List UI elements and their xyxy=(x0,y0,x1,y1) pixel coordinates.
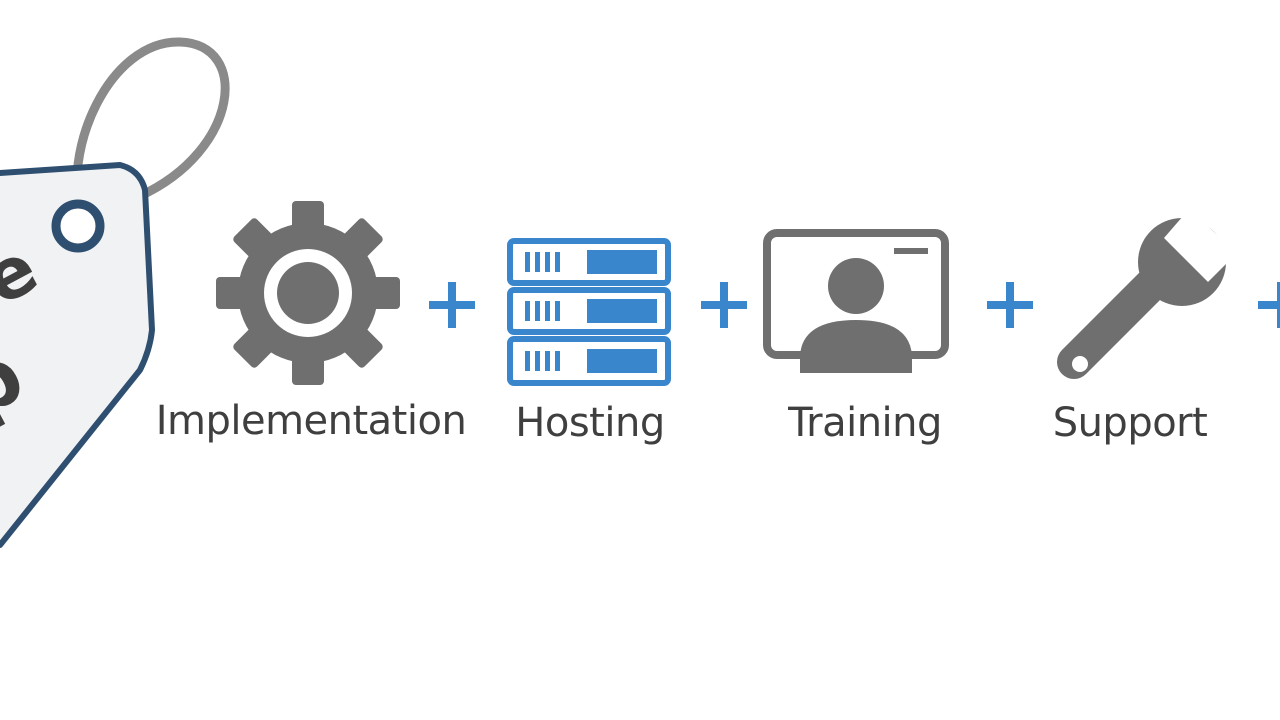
label-hosting: Hosting xyxy=(515,400,665,446)
plus-sign-2 xyxy=(701,282,747,328)
label-implementation: Implementation xyxy=(155,398,467,444)
plus-sign-3 xyxy=(987,282,1033,328)
wrench-icon xyxy=(1057,214,1230,379)
tag-body xyxy=(0,162,155,548)
tag-string xyxy=(72,37,230,227)
label-support: Support xyxy=(1052,400,1208,446)
price-tag: e p xyxy=(0,37,230,548)
gear-icon xyxy=(216,201,400,385)
screen-presenter-icon xyxy=(763,229,949,373)
plus-sign-4 xyxy=(1258,282,1280,328)
server-rack-icon xyxy=(507,238,671,386)
label-training: Training xyxy=(788,400,942,446)
plus-sign-1 xyxy=(429,282,475,328)
tag-hole xyxy=(51,199,105,253)
